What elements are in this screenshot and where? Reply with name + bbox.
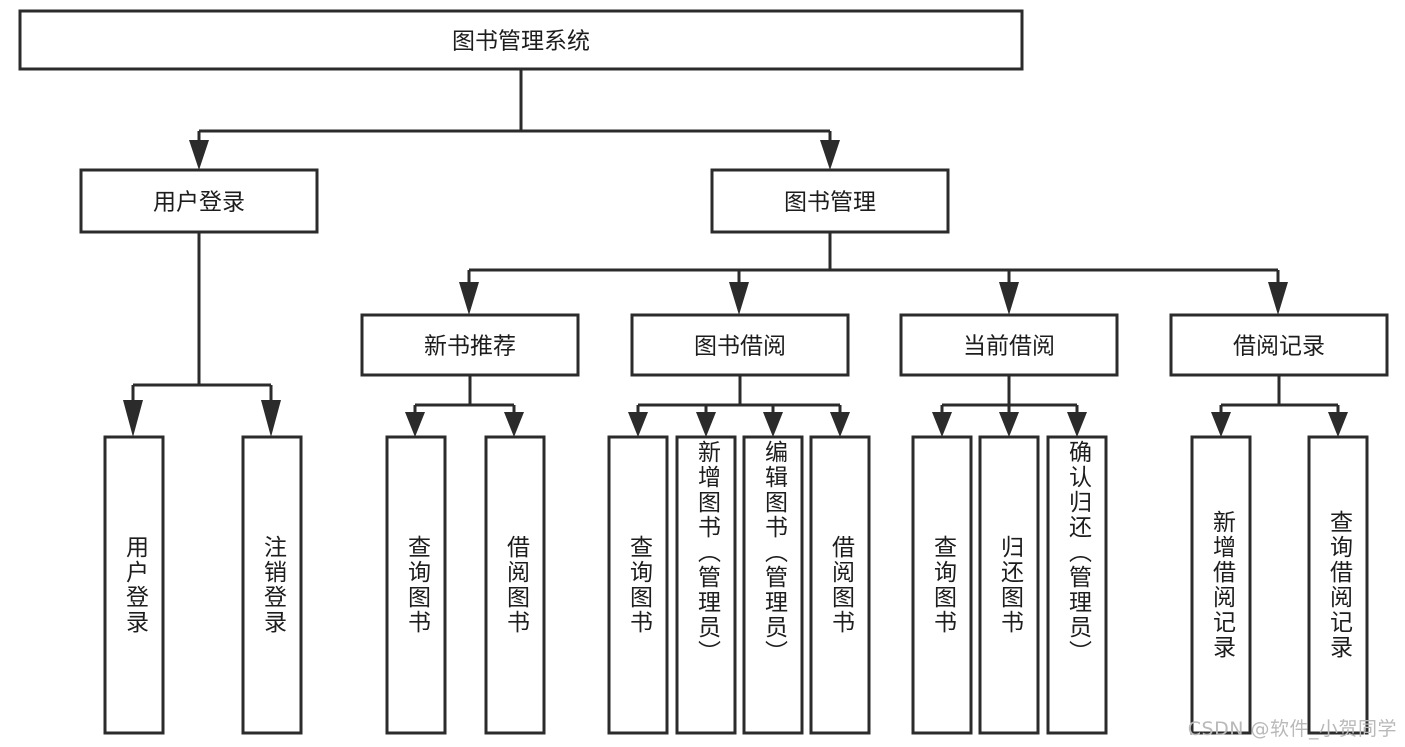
arrow-head-l3-2 (999, 282, 1019, 315)
arrow-head-cb-2 (1067, 412, 1087, 437)
arrow-head-nbr-0 (405, 412, 425, 437)
arrow-head-user-login (189, 140, 209, 170)
node-book-borrow[interactable]: 图书借阅 (630, 313, 850, 377)
node-leaf-br-query-record[interactable] (1307, 435, 1369, 735)
arrow-head-book-manage (820, 140, 840, 170)
arrow-head-cb-0 (932, 412, 952, 437)
node-book-manage-rect[interactable] (710, 168, 950, 234)
node-leaf-user-login[interactable] (103, 435, 165, 735)
node-book-manage[interactable]: 图书管理 (710, 168, 950, 234)
node-user-login-label: 用户登录 (153, 190, 245, 216)
arrow-head-br-1 (1328, 412, 1348, 437)
node-borrow-record[interactable]: 借阅记录 (1169, 313, 1389, 377)
arrow-head-cb-1 (999, 412, 1019, 437)
node-book-borrow-label: 图书借阅 (694, 334, 786, 360)
arrow-head-l3-1 (729, 282, 749, 315)
arrow-head-ul-0 (123, 400, 143, 437)
arrow-head-ul-1 (261, 400, 281, 437)
node-leaf-cb-query-book[interactable] (911, 435, 973, 735)
arrow-head-bb-1 (696, 412, 716, 437)
node-new-book-recommend[interactable]: 新书推荐 (360, 313, 580, 377)
node-root[interactable]: 图书管理系统 (18, 9, 1024, 71)
node-book-borrow-rect[interactable] (630, 313, 850, 377)
node-user-login[interactable]: 用户登录 (79, 168, 319, 234)
node-root-rect[interactable] (18, 9, 1024, 71)
arrow-head-bb-3 (830, 412, 850, 437)
node-leaf-nbr-query-book[interactable] (385, 435, 447, 735)
arrow-head-l3-0 (459, 282, 479, 315)
arrow-head-bb-2 (763, 412, 783, 437)
node-root-label: 图书管理系统 (452, 29, 590, 55)
node-current-borrow[interactable]: 当前借阅 (899, 313, 1119, 377)
node-book-manage-label: 图书管理 (784, 190, 876, 216)
arrow-head-nbr-1 (504, 412, 524, 437)
arrow-head-l3-3 (1268, 282, 1288, 315)
arrow-head-br-0 (1211, 412, 1231, 437)
node-leaf-cb-return-book[interactable] (978, 435, 1040, 735)
node-new-book-recommend-label: 新书推荐 (424, 334, 516, 360)
node-leaf-bb-add-book[interactable] (675, 435, 737, 735)
node-leaf-bb-borrow-book[interactable] (809, 435, 871, 735)
node-leaf-logout[interactable] (241, 435, 303, 735)
node-current-borrow-label: 当前借阅 (963, 334, 1055, 360)
node-leaf-nbr-borrow-book[interactable] (484, 435, 546, 735)
node-leaf-cb-confirm-return[interactable] (1046, 435, 1108, 735)
node-leaf-bb-edit-book[interactable] (742, 435, 804, 735)
node-leaf-bb-query-book[interactable] (607, 435, 669, 735)
arrow-head-bb-0 (628, 412, 648, 437)
node-borrow-record-label: 借阅记录 (1233, 334, 1325, 360)
node-current-borrow-rect[interactable] (899, 313, 1119, 377)
node-borrow-record-rect[interactable] (1169, 313, 1389, 377)
watermark-text: CSDN @软件_小贺同学 (1187, 718, 1397, 740)
node-leaf-br-add-record[interactable] (1190, 435, 1252, 735)
node-new-book-recommend-rect[interactable] (360, 313, 580, 377)
